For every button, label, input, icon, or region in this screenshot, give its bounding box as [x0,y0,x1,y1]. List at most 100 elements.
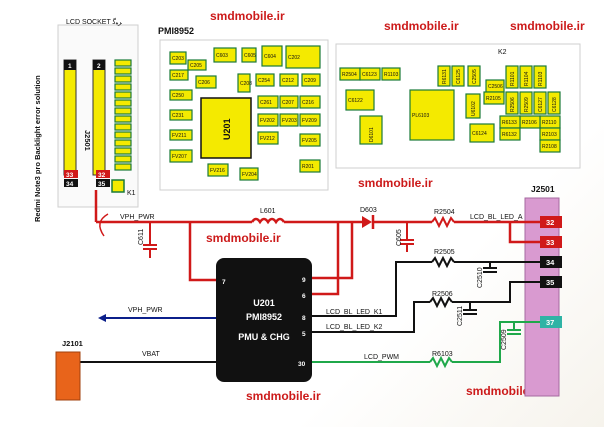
board-component [114,59,132,67]
conn-32 [540,216,562,228]
board-component-label: C6124 [472,131,487,137]
watermark-bottom-mid: smdmobile.ir [246,389,321,403]
conn-34-label: 34 [546,258,555,267]
board-component-label: C217 [172,73,184,79]
resistor-r2504 [431,215,455,229]
board-component-label: R2504 [342,72,357,78]
u201-body [216,258,312,382]
board-component [261,45,283,67]
board-component-label: R6132 [502,132,517,138]
board-component-label: C604 [264,54,276,60]
watermark-mid: smdmobile.ir [358,176,433,190]
board-component-label: R2110 [542,120,557,126]
board-component [465,93,481,119]
board-component-label: R6133 [502,120,517,126]
board-component [299,133,321,147]
board-component [239,167,259,181]
board-component [279,95,299,109]
board-component [169,51,187,65]
board-component [539,139,561,153]
board-component-label: C6123 [362,72,377,78]
board-component-label: R2509 [524,97,530,112]
board-component [359,115,383,145]
board-component-label: R1101 [510,71,516,86]
lcd-pad-32 [96,170,110,178]
board-component [499,127,521,141]
board-component-label: C605 [244,53,256,59]
u201-line3: PMU & CHG [238,332,290,342]
diode-d603 [362,216,372,228]
board-component [114,123,132,131]
lcd-k1-pad [111,179,125,193]
board-component-label: C202 [288,55,300,61]
board-component [114,75,132,83]
board-component-label: C261 [260,100,272,106]
vph-pwr-left-label: VPH_PWR [128,307,163,314]
board-component [169,109,193,121]
board-component-label: C6128 [552,97,558,112]
lcd-socket-title: LCD SOCKET ﺮﯿﮔ [66,17,122,26]
side-title: Redmi Note3 pro Backlight error solution [33,75,42,222]
board-component [195,75,217,89]
r2505-label: R2505 [434,249,455,256]
board-component [114,107,132,115]
board-component [451,65,465,87]
board-component-label: R6131 [442,69,448,84]
board-component [505,91,519,115]
vbat-net: VBAT J2101 [55,339,216,401]
board-component [519,65,533,89]
board-component-label: R201 [302,164,314,170]
lcd-pad-33-label: 33 [66,172,74,179]
board-component [299,95,321,109]
board-component [169,129,193,141]
lcd-k1-label: K1 [127,190,136,197]
lcd-ref-label: J2501 [83,130,92,151]
board-component [114,91,132,99]
u201-chip: U201 PMI8952 PMU & CHG 7 9 6 8 5 30 [216,258,312,382]
board-component-label: FV216 [210,168,225,174]
board-component-label: R1104 [524,71,530,86]
board-component-label: FV203 [282,118,297,124]
board-component [114,99,132,107]
lcd-pad-32-label: 32 [98,172,106,179]
conn-37-label: 37 [546,318,554,327]
watermark-top-mid: smdmobile.ir [384,19,459,33]
j2501-label: J2501 [531,184,555,194]
board-component-label: R2103 [542,132,557,138]
board-component-label: C6125 [456,69,462,84]
u201-line1: U201 [253,298,275,308]
conn-32-label: 32 [546,218,554,227]
lcd-pad-34-label: 34 [66,181,74,188]
board-component [533,65,547,89]
pmi-chip-label: U201 [222,118,232,140]
board-component-label: FV202 [260,118,275,124]
board-component-label: C207 [282,100,294,106]
c2509-label: C2509 [501,329,508,350]
board-component-label: R1103 [384,72,399,78]
inductor-l601 [250,217,286,225]
board-component-label: R2108 [542,144,557,150]
board-component-label: R2106 [522,120,537,126]
board-component-label: R1103 [538,71,544,86]
j2501-connector [524,197,560,397]
board-component-label: FV205 [302,138,317,144]
board-component-label: C250 [172,93,184,99]
board-component [409,89,455,141]
pmi-board-title: PMI8952 [158,26,194,36]
board-component-label: C6122 [348,98,363,104]
conn-35-label: 35 [546,278,554,287]
board-component [114,83,132,91]
u201-pin8: 8 [302,315,306,322]
board-component-label: FV207 [172,154,187,160]
board-component [345,89,375,111]
board-component [114,139,132,147]
u201-pin7: 7 [222,279,226,286]
board-component-label: R2506 [510,97,516,112]
lcd-bl-led-k1-label: LCD_BL_LED_K1 [326,309,383,316]
blue-net-vph-out: VPH_PWR [98,307,216,322]
r2504-label: R2504 [434,209,455,216]
board-component [299,113,321,127]
board-component [114,147,132,155]
